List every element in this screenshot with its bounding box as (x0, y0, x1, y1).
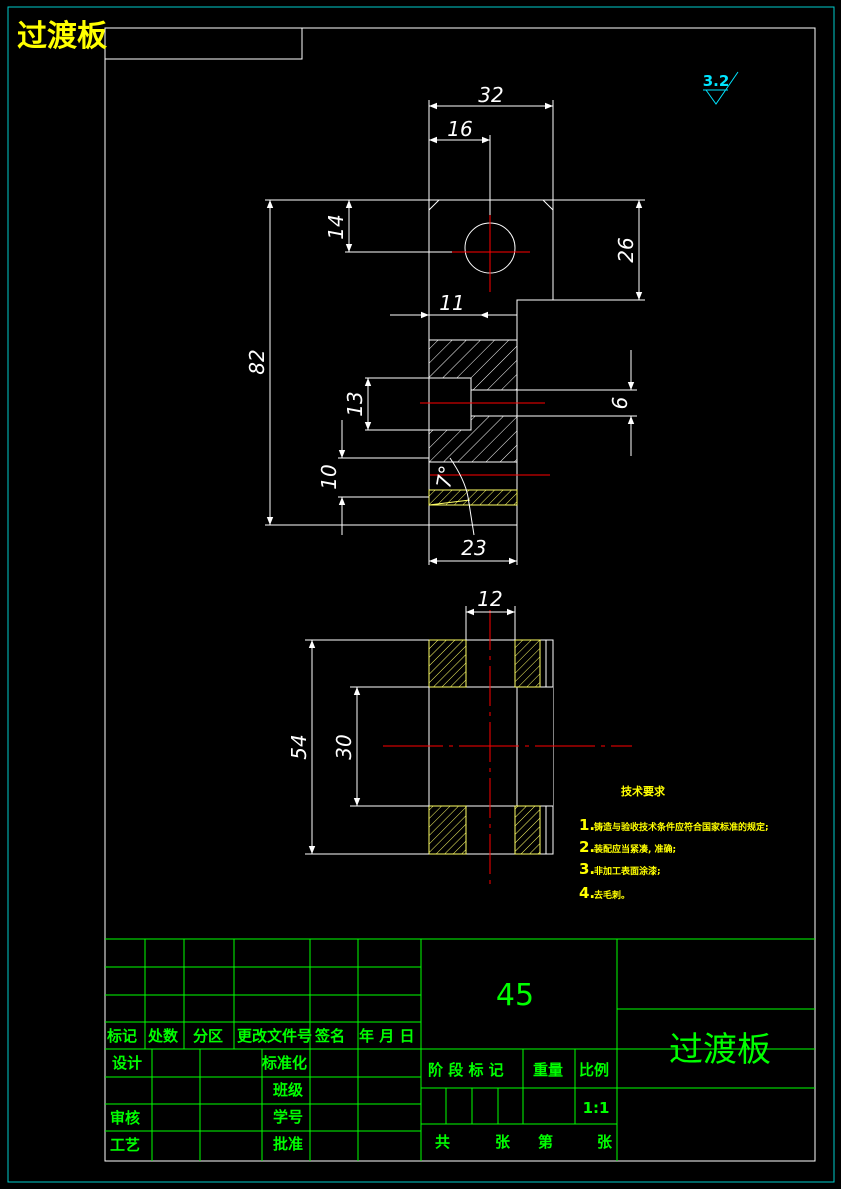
svg-text:3.2: 3.2 (703, 72, 730, 90)
dim-6: 6 (608, 397, 632, 410)
dim-13: 13 (343, 391, 367, 416)
svg-text:更改文件号: 更改文件号 (237, 1027, 312, 1045)
svg-text:4.: 4. (579, 884, 595, 902)
svg-text:张: 张 (495, 1133, 511, 1151)
svg-text:技术要求: 技术要求 (621, 784, 666, 798)
svg-text:分区: 分区 (193, 1027, 223, 1045)
svg-text:重量: 重量 (533, 1061, 563, 1079)
outer-frame (7, 6, 835, 1183)
svg-text:工艺: 工艺 (110, 1136, 140, 1154)
technical-requirements: 技术要求 1. 铸造与验收技术条件应符合国家标准的规定; 2. 装配应当紧凑, … (579, 784, 769, 902)
material: 45 (496, 978, 534, 1013)
dim-14: 14 (324, 214, 348, 239)
inner-frame (104, 27, 816, 1162)
dim-32: 32 (478, 83, 503, 107)
dim-16: 16 (447, 117, 472, 141)
front-view: 32 16 14 26 82 11 13 6 10 7° 23 (245, 83, 645, 565)
svg-text:学号: 学号 (273, 1108, 303, 1126)
side-view: 12 54 30 (287, 587, 632, 885)
svg-text:阶 段 标 记: 阶 段 标 记 (428, 1061, 504, 1079)
svg-text:批准: 批准 (273, 1135, 303, 1153)
svg-text:去毛刺。: 去毛刺。 (594, 889, 630, 901)
corner-title: 过渡板 (17, 19, 107, 54)
svg-text:年 月 日: 年 月 日 (359, 1027, 414, 1045)
dim-7deg: 7° (431, 464, 459, 491)
drawing-title: 过渡板 (669, 1030, 771, 1070)
svg-text:签名: 签名 (314, 1027, 345, 1045)
svg-text:1:1: 1:1 (583, 1099, 610, 1117)
dim-12: 12 (477, 587, 502, 611)
svg-text:班级: 班级 (273, 1081, 304, 1099)
surface-finish-symbol: 3.2 (703, 71, 739, 105)
svg-text:装配应当紧凑, 准确;: 装配应当紧凑, 准确; (593, 843, 676, 855)
dim-23: 23 (461, 536, 486, 560)
svg-text:2.: 2. (579, 838, 595, 856)
dim-30: 30 (332, 734, 356, 759)
svg-text:比例: 比例 (579, 1061, 609, 1079)
dim-10: 10 (317, 464, 341, 489)
svg-text:共: 共 (435, 1133, 450, 1151)
svg-text:标准化: 标准化 (261, 1054, 307, 1072)
svg-text:设计: 设计 (112, 1054, 142, 1072)
svg-text:铸造与验收技术条件应符合国家标准的规定;: 铸造与验收技术条件应符合国家标准的规定; (594, 821, 769, 833)
dim-11: 11 (439, 291, 464, 315)
svg-text:非加工表面涂漆;: 非加工表面涂漆; (594, 865, 661, 877)
svg-text:3.: 3. (579, 860, 595, 878)
dim-82: 82 (245, 349, 269, 374)
top-label-box (104, 27, 303, 60)
svg-text:第: 第 (538, 1133, 553, 1151)
svg-text:审核: 审核 (110, 1109, 140, 1127)
dim-26: 26 (614, 237, 638, 262)
svg-text:标记: 标记 (106, 1027, 137, 1045)
svg-text:处数: 处数 (147, 1027, 179, 1045)
title-block: 标记 处数 分区 更改文件号 签名 年 月 日 设计 标准化 班级 审核 学号 … (105, 938, 815, 1161)
dim-54: 54 (287, 734, 311, 759)
svg-text:张: 张 (597, 1133, 613, 1151)
svg-text:1.: 1. (579, 816, 595, 834)
